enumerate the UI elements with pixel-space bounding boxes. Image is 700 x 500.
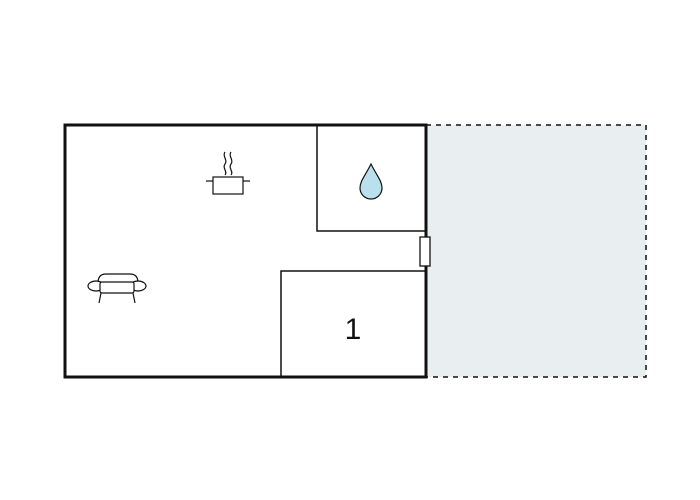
outer-wall	[63, 123, 428, 379]
terrace-area	[425, 124, 647, 378]
bedroom-number: 1	[345, 313, 362, 346]
bathroom-wall	[316, 125, 426, 232]
terrace-door	[419, 236, 431, 267]
sofa-icon	[87, 273, 147, 304]
bedroom-wall	[280, 270, 426, 377]
water-drop-icon	[359, 162, 383, 200]
cooking-pot-icon	[206, 151, 250, 195]
